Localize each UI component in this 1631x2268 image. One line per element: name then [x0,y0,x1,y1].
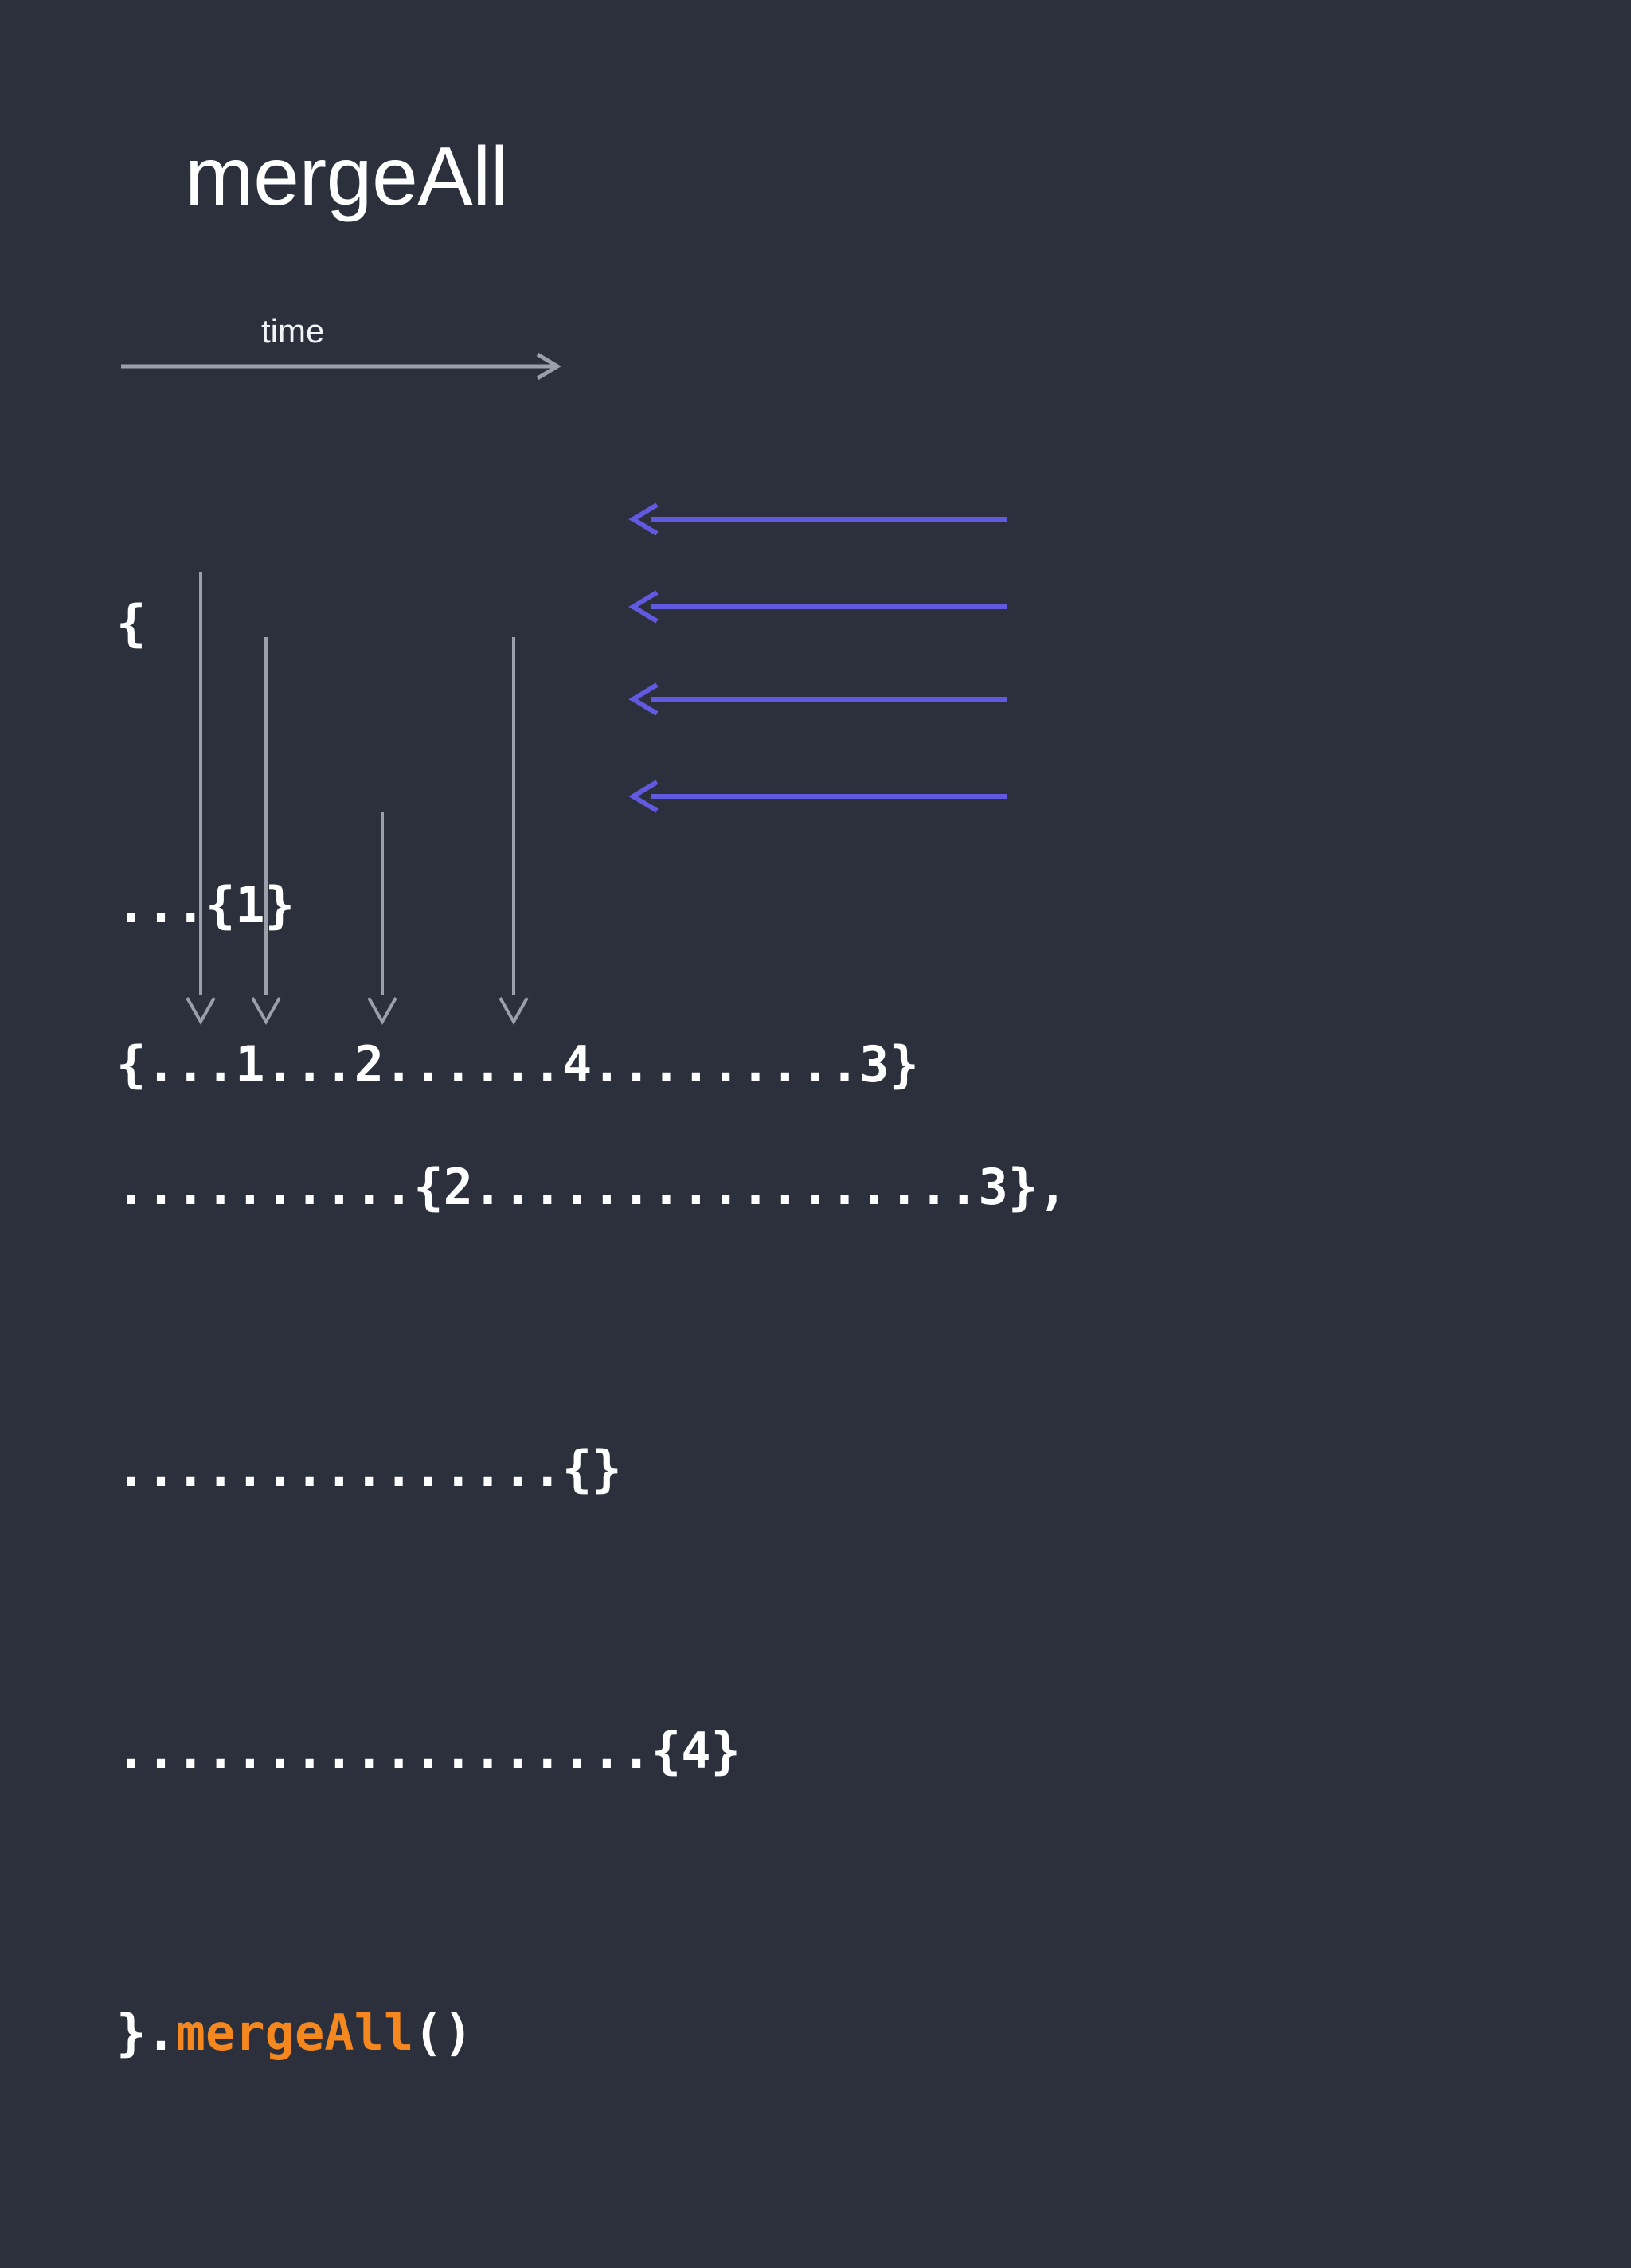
code-line-operator: }.mergeAll() [116,1986,1067,2080]
code-line-stream-1: ...{1} [116,876,295,934]
slide-canvas: mergeAll time { ...{1} ..........{2.....… [111,131,1068,2062]
code-line-stream-empty: ...............{} [116,1440,622,1498]
time-axis: time [111,312,573,384]
code-line-stream-4: ..................{4} [116,1722,741,1780]
time-axis-label: time [261,312,325,350]
time-arrow-icon [121,352,561,381]
code-line-stream-2: ..........{2.................3}, [116,1158,1068,1216]
operator-suffix: () [413,2004,473,2062]
page-title: mergeAll [185,131,509,223]
operator-name: mergeAll [175,2004,414,2062]
output-stream-marble: {...1...2......4.........3} [116,1035,919,1093]
code-line-open-brace: { [116,594,147,652]
source-stream-code: { ...{1} ..........{2.................3}… [116,389,1067,2268]
operator-prefix: }. [116,2004,176,2062]
